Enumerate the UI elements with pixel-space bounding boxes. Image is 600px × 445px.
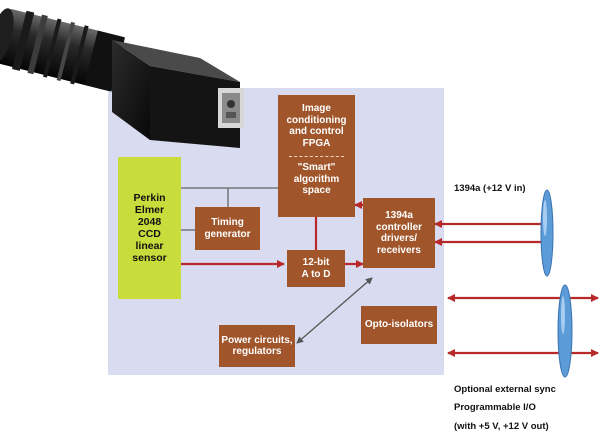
lens-icon [557,284,573,378]
algorithm-space-label: "Smart" algorithm space [293,162,340,196]
fpga-block: Image conditioning and control FPGA "Sma… [278,95,355,217]
adc-block: 12-bit A to D [287,250,345,287]
lens-icon [540,189,554,277]
fpga-divider [288,156,345,157]
sensor-block: Perkin Elmer 2048 CCD linear sensor [118,157,181,299]
external-io-label-1: Optional external sync [454,384,556,395]
bus-1394-label: 1394a (+12 V in) [454,183,526,194]
camera-icon [0,8,244,148]
external-io-label-2: Programmable I/O [454,402,536,413]
timing-generator-block: Timing generator [195,207,260,250]
external-io-label-3: (with +5 V, +12 V out) [454,421,549,432]
power-controller-arrow [296,277,373,344]
power-block: Power circuits, regulators [219,325,295,367]
opto-isolators-block: Opto-isolators [361,306,437,344]
controller-block: 1394a controller drivers/ receivers [363,198,435,268]
fpga-label: Image conditioning and control FPGA [286,103,347,149]
